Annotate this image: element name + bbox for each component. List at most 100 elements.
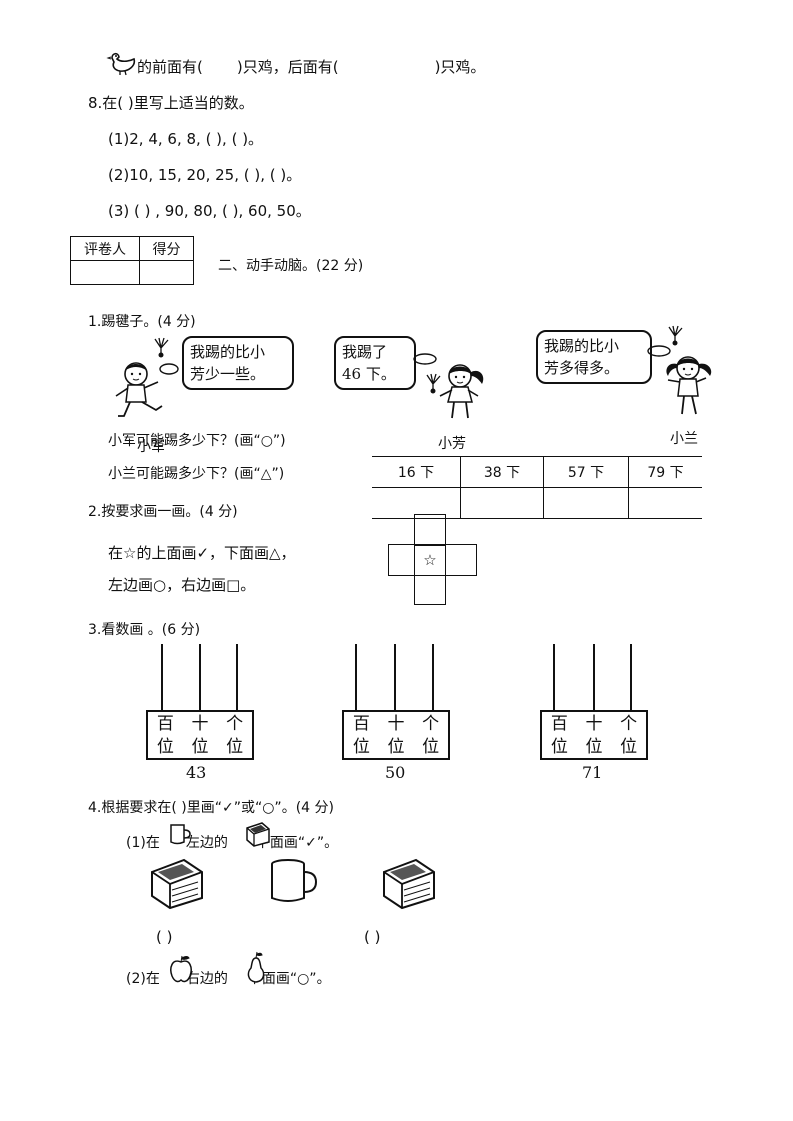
bubble1-line1: 我踢的比小	[190, 343, 266, 361]
book-icon	[246, 822, 270, 847]
speech-bubble-xiaolan: 我踢的比小 芳多得多。	[536, 330, 652, 384]
score-cell-grader[interactable]	[70, 260, 140, 285]
boy-xiaojun-illustration	[115, 362, 163, 417]
answer-parenthesis-2[interactable]: ( )	[364, 928, 381, 946]
grid-cell-bottom[interactable]	[414, 574, 446, 605]
thought-ellipse-icon	[647, 345, 671, 357]
book-illustration	[151, 858, 203, 910]
thought-ellipse-icon	[413, 353, 437, 365]
place-label: 位	[620, 736, 638, 757]
abacus-base: 百十个 位位位	[342, 710, 450, 760]
abacus-rods	[355, 644, 434, 712]
speech-bubble-xiaofang: 我踢了 46 下。	[334, 336, 416, 390]
place-label: 位	[226, 736, 244, 757]
apple-icon	[170, 955, 192, 983]
score-cell-score[interactable]	[139, 260, 194, 285]
girl-xiaofang-illustration	[439, 364, 484, 419]
q4-sub1-suffix: 下面画“✓”。	[255, 835, 339, 851]
abacus-rods	[161, 644, 238, 712]
q8-title: 8.在( )里写上适当的数。	[88, 94, 254, 112]
q4-sub2-mid: 右边的	[185, 971, 228, 987]
ones-label: 个	[620, 713, 638, 734]
abacus-base: 百十个 位位位	[146, 710, 254, 760]
kick-answer-cell[interactable]	[460, 487, 544, 519]
q1-prompt2: 小兰可能踢多少下？(画“△”)	[108, 466, 285, 482]
tens-label: 十	[585, 713, 603, 734]
q4-title: 4.根据要求在( )里画“✓”或“○”。(4 分)	[88, 800, 334, 816]
name-xiaojun: 小军	[137, 439, 165, 455]
kick-option: 38 下	[460, 456, 544, 488]
q2-title: 2.按要求画一画。(4 分)	[88, 504, 238, 520]
place-label: 位	[156, 736, 174, 757]
ones-label: 个	[226, 713, 244, 734]
bubble3-line1: 我踢的比小	[544, 337, 620, 355]
hundreds-label: 百	[156, 713, 174, 734]
place-label: 位	[352, 736, 370, 757]
hundreds-label: 百	[352, 713, 370, 734]
abacus-number: 71	[582, 763, 603, 782]
abacus-number: 50	[385, 763, 406, 782]
q8-line2: (2)10, 15, 20, 25, ( ), ( )。	[108, 166, 302, 184]
kick-count-table: 16 下 38 下 57 下 79 下	[372, 456, 702, 519]
bubble1-line2: 芳少一些。	[190, 365, 266, 383]
kick-option: 16 下	[372, 456, 461, 488]
abacus-number: 43	[186, 763, 207, 782]
q1-prompt1: 小军可能踢多少下？(画“○”)	[108, 433, 286, 449]
speech-bubble-xiaojun: 我踢的比小 芳少一些。	[182, 336, 294, 390]
shuttlecock-icon	[426, 373, 441, 394]
kick-answer-cell[interactable]	[628, 487, 702, 519]
hundreds-label: 百	[550, 713, 568, 734]
place-label: 位	[387, 736, 405, 757]
grid-cell-top[interactable]	[414, 514, 446, 546]
top-line: 的前面有()只鸡，后面有()只鸡。	[137, 58, 486, 76]
q4-sub1: (1)在 左边的 下面画“✓”。	[126, 832, 338, 852]
grid-cell-center: ☆	[414, 544, 446, 576]
tens-label: 十	[191, 713, 209, 734]
shuttlecock-icon	[154, 337, 169, 358]
q4-sub1-mid: 左边的	[185, 835, 228, 851]
place-label: 位	[422, 736, 440, 757]
bubble2-line2: 46 下。	[342, 365, 396, 383]
thought-ellipse-icon	[159, 363, 179, 375]
book-illustration	[383, 858, 435, 910]
q4-sub2-prefix: (2)在	[126, 971, 160, 987]
bubble3-line2: 芳多得多。	[544, 359, 620, 377]
q4-sub2-suffix: 下面画“○”。	[247, 971, 331, 987]
ones-label: 个	[422, 713, 440, 734]
kick-answer-cell[interactable]	[372, 487, 461, 519]
place-label: 位	[550, 736, 568, 757]
tens-label: 十	[387, 713, 405, 734]
place-label: 位	[191, 736, 209, 757]
section2-title: 二、动手动脑。(22 分)	[218, 258, 364, 274]
bubble2-line1: 我踢了	[342, 343, 388, 361]
q4-sub2: (2)在 右边的 下面画“○”。	[126, 968, 331, 988]
q2-line1: 在☆的上面画✓，下面画△，	[108, 544, 296, 562]
name-xiaolan: 小兰	[670, 431, 698, 447]
kick-answer-cell[interactable]	[543, 487, 629, 519]
girl-xiaolan-illustration	[666, 356, 712, 415]
pear-icon	[247, 951, 265, 983]
kick-option: 79 下	[628, 456, 702, 488]
duck-icon	[106, 52, 136, 76]
kick-option: 57 下	[543, 456, 629, 488]
answer-parenthesis-1[interactable]: ( )	[156, 928, 173, 946]
star-icon: ☆	[423, 551, 437, 569]
name-xiaofang: 小芳	[438, 436, 466, 452]
grid-cell-left[interactable]	[388, 544, 415, 576]
q1-title: 1.踢毽子。(4 分)	[88, 314, 196, 330]
score-table-col1: 评卷人	[70, 236, 140, 261]
mug-illustration	[271, 859, 318, 902]
grid-cell-right[interactable]	[446, 544, 477, 576]
abacus-rods	[553, 644, 632, 712]
shuttlecock-icon	[668, 325, 683, 346]
q8-line1: (1)2, 4, 6, 8, ( ), ( )。	[108, 130, 264, 148]
place-label: 位	[585, 736, 603, 757]
q2-line2: 左边画○，右边画□。	[108, 576, 256, 594]
q4-sub1-prefix: (1)在	[126, 835, 160, 851]
q3-title: 3.看数画 。(6 分)	[88, 622, 201, 638]
abacus-base: 百十个 位位位	[540, 710, 648, 760]
score-table-col2: 得分	[139, 236, 194, 261]
score-table: 评卷人得分	[70, 236, 194, 285]
q8-line3: (3) ( ) , 90, 80, ( ), 60, 50。	[108, 202, 311, 220]
cup-icon	[170, 824, 191, 845]
